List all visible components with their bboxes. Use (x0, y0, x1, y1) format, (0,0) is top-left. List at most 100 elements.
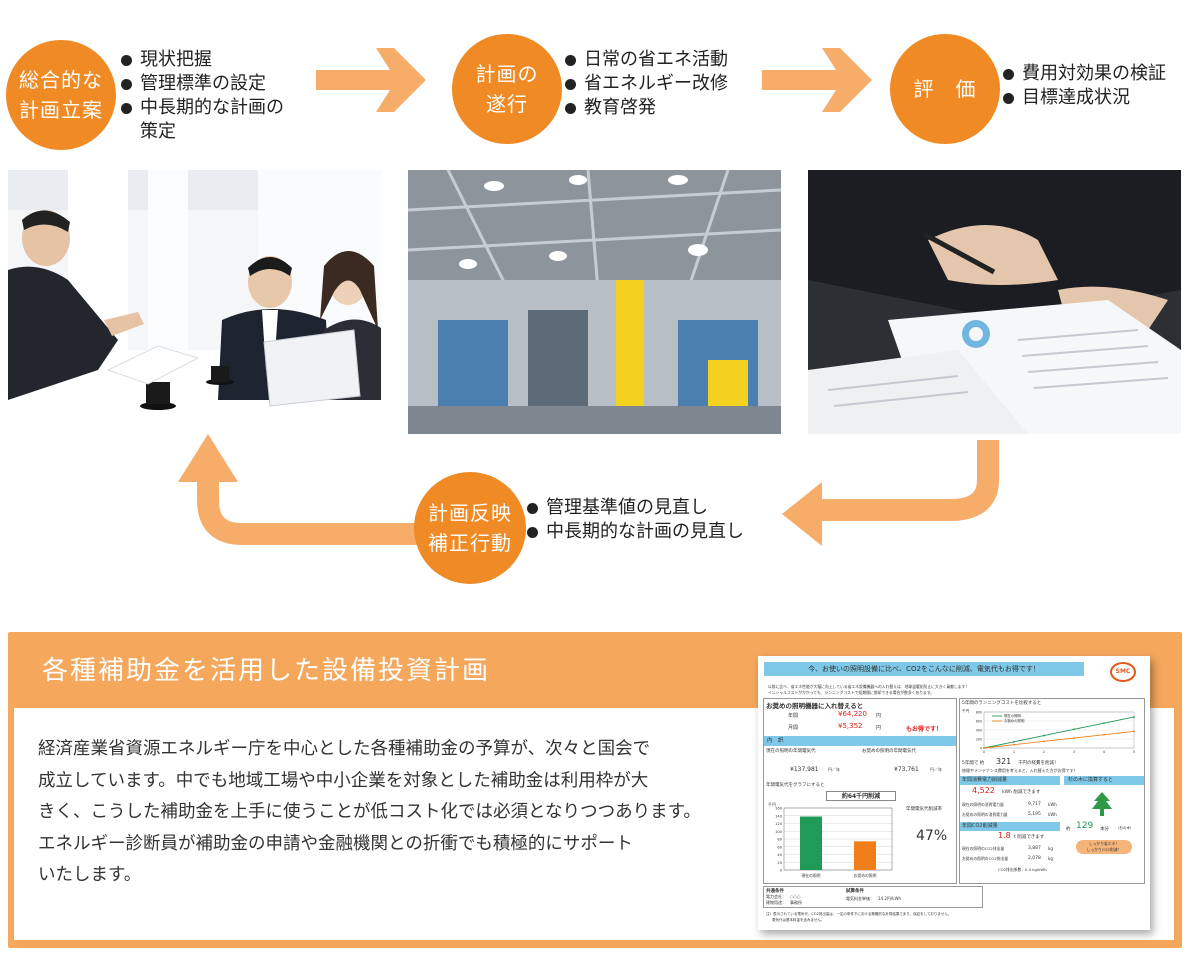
series-point (1133, 716, 1135, 718)
tree-note: （杉の木） (1116, 826, 1134, 830)
recommended-cost-value: ¥73,761 (894, 766, 919, 773)
co2-header: 年間CO2削減量 (960, 822, 1060, 831)
step-circle-line: 総合的な (19, 68, 103, 92)
graph-badge: 約64千円削減 (826, 791, 896, 801)
bullet-item: 目標達成状況 (1002, 86, 1166, 110)
kg-unit: kg (1048, 856, 1053, 861)
y-tick-label: 0 (780, 869, 783, 873)
monthly-label: 月間 (788, 725, 799, 731)
common-condition-power: 電力会社： ○○○ (766, 894, 801, 899)
y-tick-label: 0 (980, 746, 982, 750)
kwh-unit: kWh 削減できます (1002, 790, 1041, 795)
y-tick-label: 160 (775, 807, 783, 811)
kwh-current-label: 現在の照明の消費電力量 (962, 802, 1004, 807)
bullet-item: 費用対効果の検証 (1002, 62, 1166, 86)
series-point (983, 747, 985, 749)
replace-title: お奨めの照明機器に入れ替えると (766, 702, 864, 710)
legend-label: お奨めの照明 (1004, 718, 1025, 723)
arrow-right-icon (762, 48, 872, 112)
series-point (1073, 737, 1075, 739)
x-tick-label: 現在の照明 (802, 873, 821, 878)
co2-unit: t 削減できます (1014, 835, 1045, 840)
report-intro-1: 以前に比べ、省エネ性能が大幅に向上している省エネ設備機器への入れ替えは、地球温暖… (768, 684, 970, 689)
rate-label: 年間電気代削減率 (906, 807, 942, 812)
step-circle-line: 補正行動 (428, 531, 512, 555)
five-year-prefix: 5年間で 約 (962, 761, 985, 766)
cost-bar-chart: 千円020406080100120140160現在の照明お奨めの照明 (768, 801, 893, 878)
tree-pill-line: しっかり省エネ！ (1088, 841, 1120, 846)
series-point (1103, 722, 1105, 725)
kwh-value: 4,522 (972, 786, 995, 795)
y-tick-label: 20 (777, 861, 782, 865)
axis-unit-label: 千円 (768, 801, 776, 807)
recommended-cost-label: お奨めの照明の年間電気代 (862, 749, 916, 754)
current-cost-label: 現在の照明の年間電気代 (766, 749, 816, 754)
meeting-photo (8, 170, 381, 434)
logo-icon: SMC (1110, 662, 1136, 682)
step-bullets-execution: 日常の省エネ活動 省エネルギー改修 教育啓発 (564, 48, 728, 120)
section-body-text: 経済産業省資源エネルギー庁を中心とした各種補助金の予算が、次々と国会で 成立して… (38, 734, 738, 892)
report-banner: 今、お使いの照明設備に比べ、CO2をこんなに削減、電気代もお得です！ (764, 662, 1084, 676)
monthly-value: ¥5,352 (838, 722, 863, 730)
kwh-current-value: 9,717 (1028, 802, 1041, 807)
co2-value: 1.8 (998, 831, 1011, 840)
calc-condition-rate: 電気料金単価： 14.2円/kWh (846, 896, 902, 901)
graph-label: 年間電気代をグラフにすると (766, 783, 825, 788)
arrow-right-icon (316, 48, 426, 112)
savings-report: 今、お使いの照明設備に比べ、CO2をこんなに削減、電気代もお得です！ SMC 以… (758, 656, 1150, 930)
y-tick-label: 40 (777, 853, 782, 857)
step-circle-line: 計画反映 (428, 501, 512, 525)
x-tick-label: 5 (1133, 750, 1135, 754)
bullet-item: 管理標準の設定 (120, 72, 284, 96)
co2-recommended-value: 2,078 (1028, 856, 1041, 861)
body-line: 成立しています。中でも地域工場や中小企業を対象とした補助金は利用枠が大 (38, 770, 649, 791)
x-tick-label: お奨めの照明 (854, 873, 877, 878)
annual-label: 年間 (788, 713, 799, 719)
per-year-unit: 円／年 (828, 767, 840, 772)
otoku-text: もお得です！ (906, 726, 943, 733)
x-tick-label: 2 (1043, 750, 1045, 754)
x-tick-label: 0 (983, 750, 985, 754)
tree-prefix: 約 (1066, 827, 1071, 832)
series-line (983, 716, 1135, 749)
y-tick-label: 60 (777, 845, 782, 849)
bullet-continuation: 策定 (140, 121, 176, 142)
tree-pill-line: しっかりCO2削減！ (1086, 847, 1122, 852)
step-circle-feedback: 計画反映 補正行動 (414, 472, 526, 584)
running-title: 5年間のランニングコストを比較すると (962, 701, 1042, 706)
step-circle-planning: 総合的な 計画立案 (6, 40, 116, 150)
footnote-1: 注）表示されている電気代、CO2排出量は、一定の条件下における概略的な計算結果で… (766, 912, 952, 916)
bullet-item: 省エネルギー改修 (564, 72, 728, 96)
series-point (1013, 740, 1015, 743)
return-arrow-icon (178, 434, 999, 546)
report-footer-frame (763, 886, 983, 908)
footnote-2: 電気代は基本料金を含みません。 (772, 918, 825, 922)
axis-unit-label: 千円 (962, 708, 970, 713)
annual-value: ¥64,220 (838, 710, 867, 718)
y-tick-label: 400 (976, 728, 982, 732)
common-condition-use: 建物用途： 事務所 (766, 900, 802, 905)
per-year-unit: 円／年 (930, 767, 942, 772)
y-tick-label: 800 (976, 710, 982, 714)
breakdown-header: 内 訳 (764, 736, 956, 746)
bullet-item: 中長期的な計画の見直し (526, 520, 744, 544)
kwh-header: 年間消費電力削減量 (960, 776, 1060, 785)
tree-icon (1092, 792, 1112, 816)
series-point (1103, 733, 1105, 736)
body-line: 経済産業省資源エネルギー庁を中心とした各種補助金の予算が、次々と国会で (38, 739, 651, 759)
calc-conditions-title: 試算条件 (846, 889, 864, 894)
section-title: 各種補助金を活用した設備投資計画 (42, 656, 491, 686)
kwh-unit-small: kWh (1048, 802, 1057, 807)
co2-coefficient: CO2排出係数：0.4 kg/kWh (998, 867, 1047, 872)
series-point (1073, 728, 1075, 731)
y-tick-label: 600 (976, 719, 982, 723)
evaluation-photo (808, 170, 1181, 434)
kwh-recommended-value: 5,195 (1028, 812, 1041, 817)
series-point (1043, 734, 1045, 737)
step-circle-evaluation: 評 価 (890, 34, 1000, 144)
factory-photo (408, 170, 781, 434)
yen-unit: 円 (876, 725, 882, 731)
body-line: いたします。 (38, 865, 142, 886)
body-line: エネルギー診断員が補助金の申請や金融機関との折衝でも積極的にサポート (38, 833, 633, 854)
tree-value: 129 (1076, 821, 1094, 831)
